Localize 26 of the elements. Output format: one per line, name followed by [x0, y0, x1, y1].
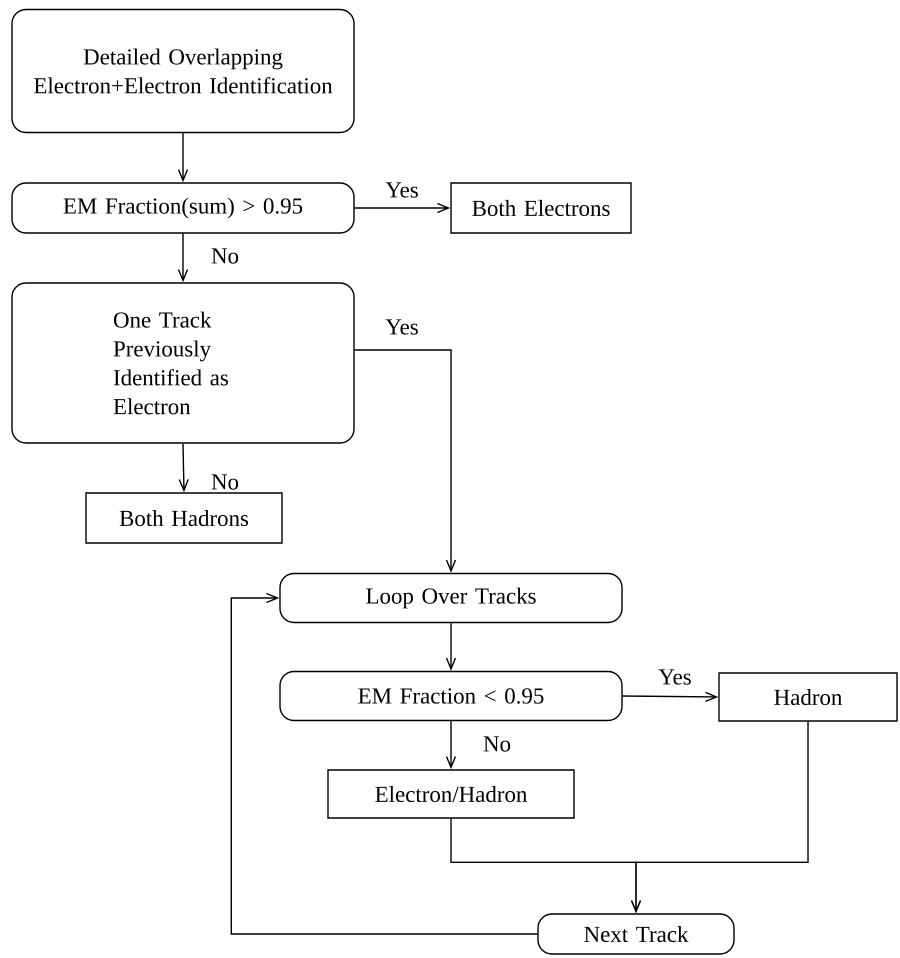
edge-label: Yes — [384, 181, 420, 199]
arrow — [230, 592, 538, 935]
rounded-box: Detailed Overlapping Electron+Electron Identification — [11, 8, 355, 134]
arrow — [178, 133, 188, 182]
arrow — [622, 692, 718, 702]
edge-label: No — [210, 473, 240, 491]
edge-label: No — [210, 247, 240, 265]
rounded-box: EM Fraction(sum) > 0.95 — [11, 182, 355, 234]
arrow — [446, 623, 456, 671]
edge-label: Yes — [384, 318, 420, 336]
edge-label: Yes — [657, 668, 693, 686]
rounded-box: One Track Previously Identified as Electron — [11, 282, 355, 444]
arrow — [178, 444, 189, 492]
rounded-box: EM Fraction < 0.95 — [279, 670, 623, 722]
process-box: Both Hadrons — [85, 492, 283, 544]
arrow — [630, 722, 809, 914]
process-box: Electron/Hadron — [327, 769, 575, 819]
edge-label: No — [482, 735, 512, 753]
rounded-box: Loop Over Tracks — [279, 572, 623, 624]
process-box: Both Electrons — [450, 182, 632, 234]
rounded-box: Next Track — [537, 913, 735, 955]
arrow — [354, 349, 456, 573]
process-box: Hadron — [718, 672, 898, 722]
arrow — [178, 234, 188, 282]
arrow — [446, 721, 456, 770]
arrow — [354, 202, 450, 214]
